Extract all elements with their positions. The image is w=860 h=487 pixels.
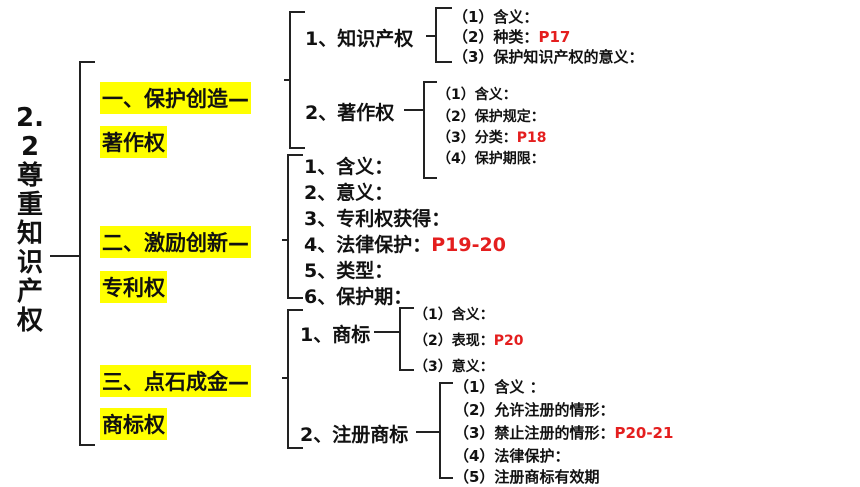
registered-item: （3）禁止注册的情形：P20-21 [454,424,674,442]
ip-item: （2）种类：P17 [453,28,571,46]
patent-item: 4、法律保护：P19-20 [304,234,506,256]
registered-item: （5）注册商标有效期 [454,468,600,486]
ip-brace [426,7,452,63]
section3-heading-line1: 三、点石成金— [100,365,251,397]
trademark-item: （3）意义： [414,359,494,375]
s2-brace [282,154,303,299]
title-char: 重 [16,190,43,220]
page-ref: P20 [493,333,524,349]
title-char: 2. [16,103,44,133]
ip-label: 1、知识产权 [305,28,414,50]
copyright-brace [404,81,437,179]
registered-item: （2）允许注册的情形： [454,401,615,419]
trademark-item: （1）含义： [414,307,494,323]
section2-heading-line1: 二、激励创新— [100,226,251,258]
copyright-label: 2、著作权 [305,102,395,124]
copyright-item: （4）保护期限： [437,151,545,167]
title-char: 知 [16,219,43,249]
title-char: 产 [16,277,43,307]
section3-heading-line2: 商标权 [100,408,167,440]
copyright-item: （2）保护规定： [437,109,545,125]
copyright-item: （1）含义： [437,87,517,103]
registered-trademark-label: 2、注册商标 [300,424,409,446]
main-brace [50,61,95,446]
tm-brace [374,307,414,371]
reg-brace [416,382,453,479]
registered-item: （1）含义 ： [454,378,545,396]
patent-item: 6、保护期： [304,286,413,308]
ip-item: （3）保护知识产权的意义： [453,48,644,66]
main-title: 2. 2 尊 重 知 识 产 权 [10,104,50,336]
patent-item: 3、专利权获得： [304,208,451,230]
trademark-label: 1、商标 [300,324,371,346]
patent-item: 1、含义： [304,156,394,178]
title-char: 2 [20,132,40,162]
copyright-item: （3）分类：P18 [437,130,547,146]
title-char: 权 [16,306,43,336]
section1-heading-line2: 著作权 [100,126,167,158]
title-char: 识 [16,248,43,278]
page-ref: P19-20 [431,234,506,256]
patent-item: 2、意义： [304,182,394,204]
section2-heading-line2: 专利权 [100,271,167,303]
patent-item: 5、类型： [304,260,394,282]
page-ref: P20-21 [614,424,674,442]
s3-brace [282,309,303,449]
trademark-item: （2）表现：P20 [414,333,524,349]
page-ref: P17 [538,28,571,46]
s1-brace [284,11,305,149]
title-char: 尊 [16,161,43,191]
section1-heading-line1: 一、保护创造— [100,82,251,114]
ip-item: （1）含义： [453,8,539,26]
page-ref: P18 [516,130,547,146]
registered-item: （4）法律保护： [454,447,570,465]
